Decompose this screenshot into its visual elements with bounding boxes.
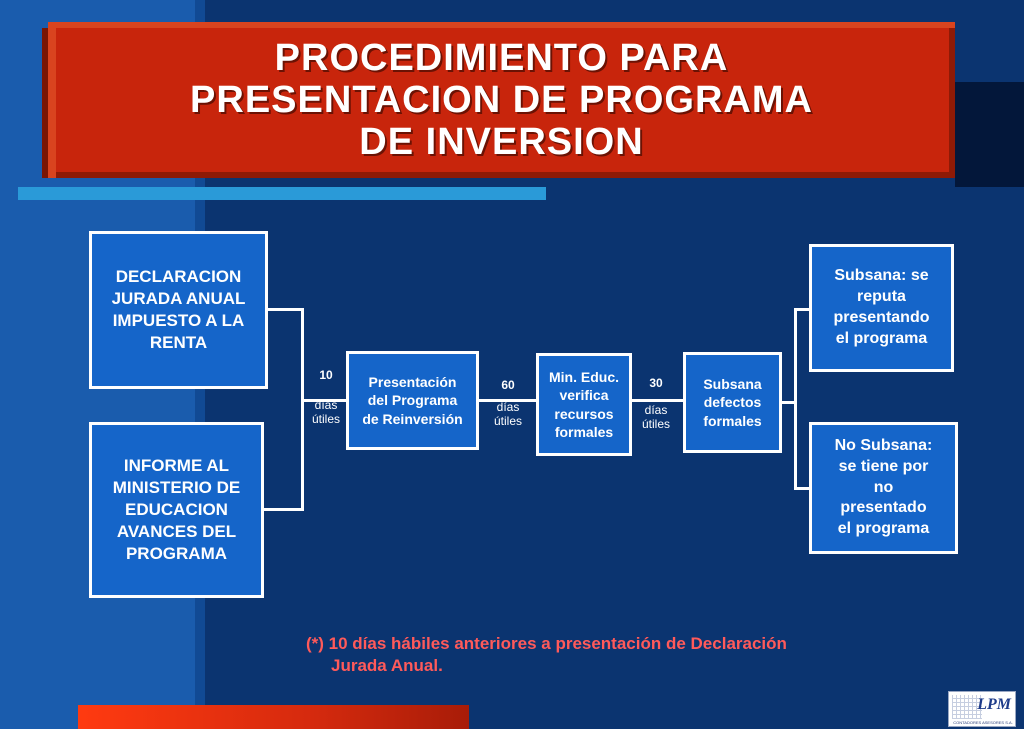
connector-right-v (794, 308, 797, 490)
connector-to-no (794, 487, 809, 490)
background-dark-block (955, 82, 1024, 187)
lpm-logo: LPM CONTADORES ASESORES S.A. (948, 691, 1016, 727)
interval-unit-3: días útiles (641, 402, 670, 431)
title-line-2: PRESENTACION DE PROGRAMA (190, 79, 813, 121)
subsana-ok-box: Subsana: se reputa presentando el progra… (809, 244, 954, 372)
informe-ministerio-text: INFORME AL MINISTERIO DE EDUCACION AVANC… (112, 455, 241, 564)
interval-label-2: 60 días útiles (488, 378, 528, 428)
footnote: (*) 10 días hábiles anteriores a present… (306, 633, 866, 677)
connector-inf-h (264, 508, 304, 511)
no-subsana-box: No Subsana: se tiene por no presentado e… (809, 422, 958, 554)
interval-number-2: 60 (501, 378, 515, 392)
connector-pres-to-min (479, 399, 536, 402)
declaracion-jurada-box: DECLARACION JURADA ANUAL IMPUESTO A LA R… (89, 231, 268, 389)
min-educ-box: Min. Educ. verifica recursos formales (536, 353, 632, 456)
interval-unit-2: días útiles (493, 399, 522, 428)
logo-grid-icon (952, 695, 982, 719)
logo-text: LPM (977, 696, 1011, 713)
connector-min-to-sub (632, 399, 683, 402)
declaracion-jurada-text: DECLARACION JURADA ANUAL IMPUESTO A LA R… (111, 266, 246, 353)
accent-bar (18, 187, 546, 200)
interval-label-3: 30 días útiles (636, 376, 676, 431)
min-educ-text: Min. Educ. verifica recursos formales (549, 369, 619, 440)
connector-left-v (301, 308, 304, 511)
presentacion-programa-box: Presentación del Programa de Reinversión (346, 351, 479, 450)
footnote-line-2: Jurada Anual. (331, 656, 443, 675)
bottom-accent-bar (78, 705, 469, 729)
footnote-line-1: (*) 10 días hábiles anteriores a present… (306, 634, 787, 653)
connector-decl-h (268, 308, 304, 311)
interval-number-3: 30 (649, 376, 663, 390)
connector-to-ok (794, 308, 809, 311)
title-banner: PROCEDIMIENTO PARA PRESENTACION DE PROGR… (42, 22, 955, 178)
title-line-1: PROCEDIMIENTO PARA (274, 37, 729, 79)
presentacion-programa-text: Presentación del Programa de Reinversión (362, 374, 463, 427)
interval-unit-1: días útiles (311, 397, 340, 426)
logo-subtext: CONTADORES ASESORES S.A. (953, 720, 1013, 725)
interval-label-1: 10 días útiles (306, 368, 346, 426)
no-subsana-text: No Subsana: se tiene por no presentado e… (834, 437, 933, 538)
subsana-defectos-box: Subsana defectos formales (683, 352, 782, 453)
subsana-defectos-text: Subsana defectos formales (703, 376, 762, 429)
interval-number-1: 10 (319, 368, 333, 382)
connector-to-presentacion (304, 399, 346, 402)
title-line-3: DE INVERSION (359, 121, 644, 163)
informe-ministerio-box: INFORME AL MINISTERIO DE EDUCACION AVANC… (89, 422, 264, 598)
connector-sub-out (782, 401, 796, 404)
subsana-ok-text: Subsana: se reputa presentando el progra… (833, 267, 930, 347)
